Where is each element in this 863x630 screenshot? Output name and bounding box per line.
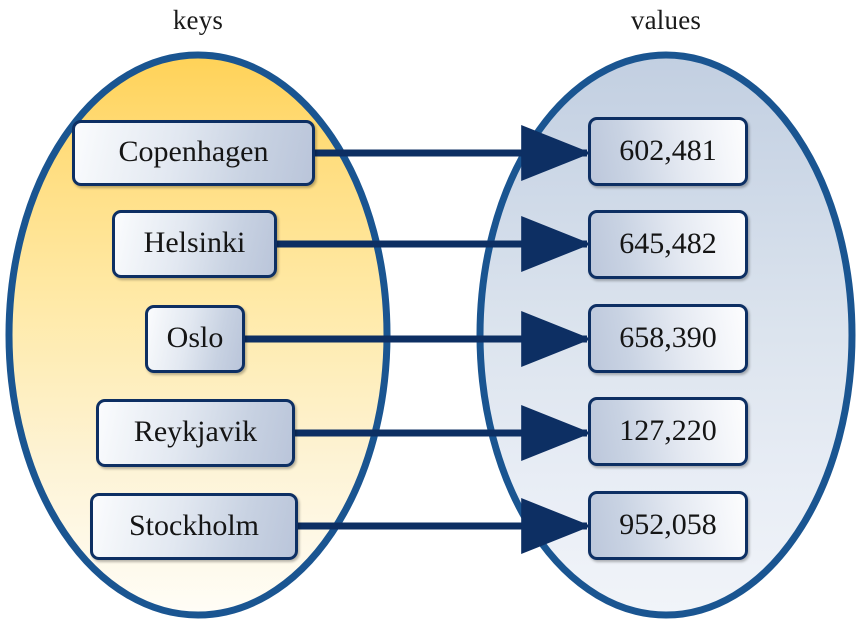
key-label: Copenhagen: [118, 135, 269, 168]
value-label: 127,220: [619, 413, 717, 447]
value-label: 658,390: [619, 320, 717, 354]
key-label: Stockholm: [128, 508, 259, 542]
values-set-label: values: [630, 5, 702, 35]
key-box[interactable]: Reykjavik: [96, 399, 295, 467]
value-box[interactable]: 952,058: [588, 491, 748, 560]
key-label: Reykjavik: [133, 415, 258, 448]
key-box[interactable]: Stockholm: [90, 493, 298, 560]
key-box[interactable]: Helsinki: [112, 210, 277, 278]
value-box[interactable]: 658,390: [588, 304, 748, 373]
value-label: 602,481: [619, 133, 717, 167]
value-box[interactable]: 645,482: [588, 210, 748, 279]
key-label: Oslo: [166, 321, 224, 354]
mapping-arrows: [245, 125, 592, 554]
value-box[interactable]: 602,481: [588, 117, 748, 186]
key-label: Helsinki: [143, 226, 246, 259]
key-box[interactable]: Oslo: [145, 305, 245, 373]
value-label: 952,058: [619, 507, 717, 541]
value-box[interactable]: 127,220: [588, 397, 748, 466]
keys-set-label: keys: [172, 5, 224, 35]
key-box[interactable]: Copenhagen: [72, 120, 315, 186]
value-label: 645,482: [619, 226, 717, 260]
